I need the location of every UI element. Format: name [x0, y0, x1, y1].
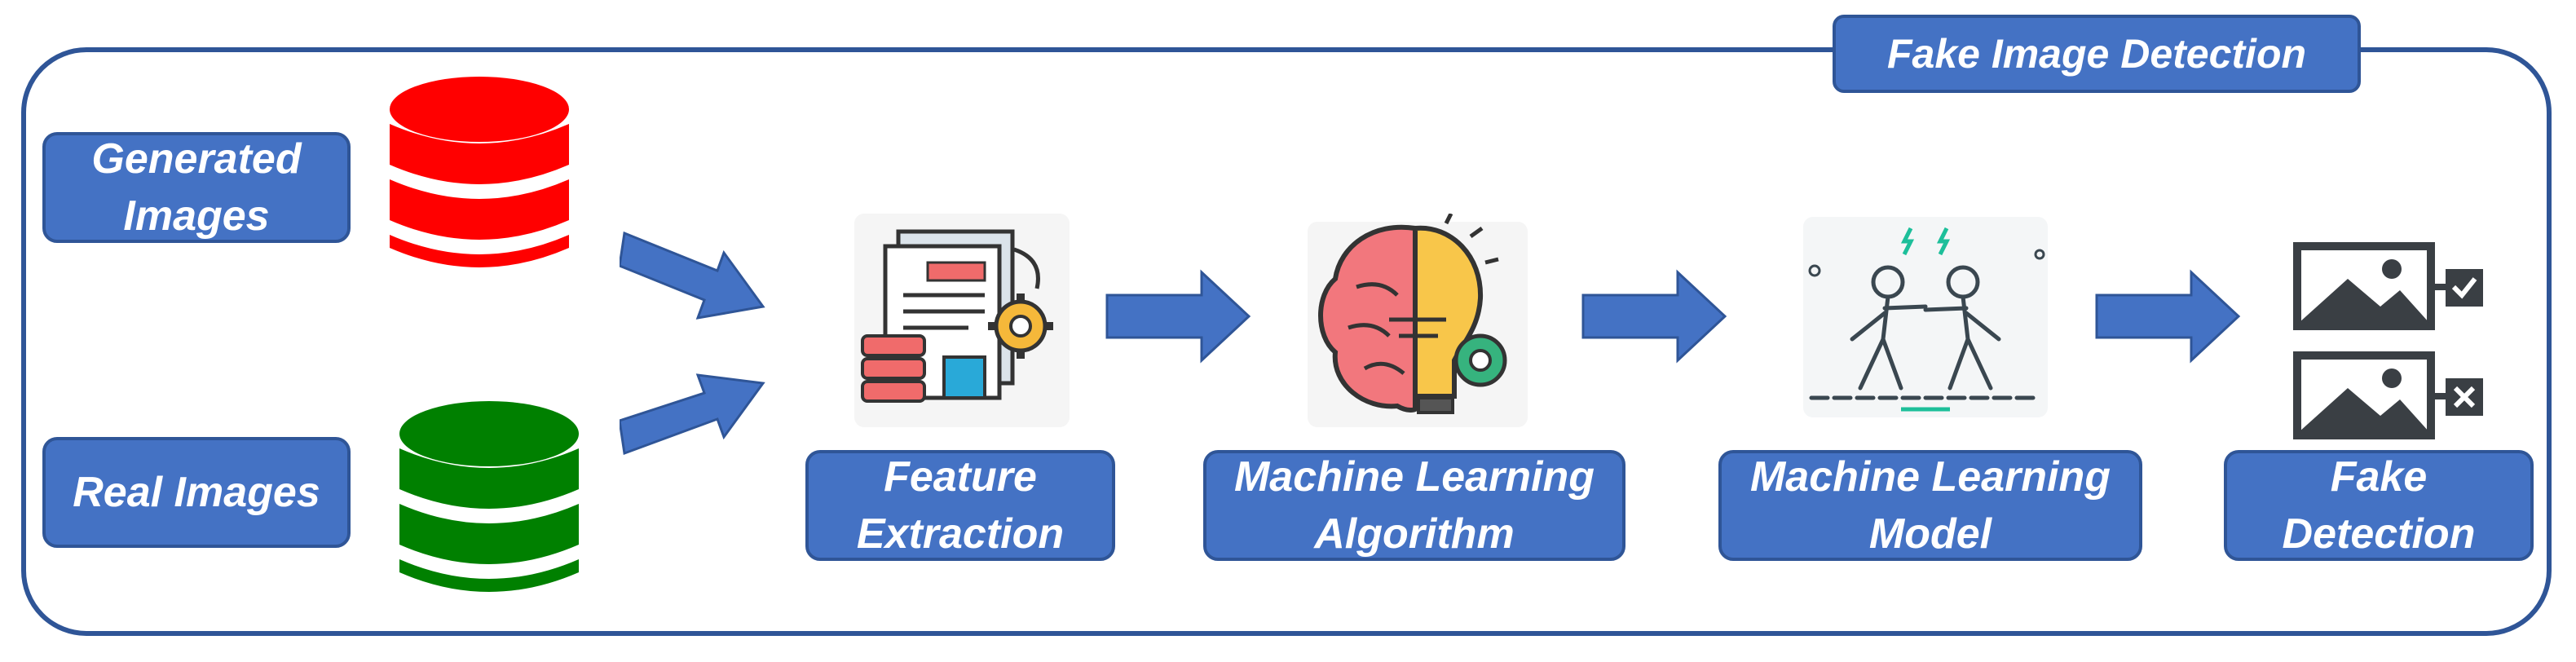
step-label-line2: Extraction — [856, 510, 1065, 558]
generated-images-label: Generated Images — [42, 132, 351, 243]
pipeline-frame — [21, 47, 2552, 636]
generated-images-line1: Generated — [91, 135, 302, 183]
arrow-model-to-detection — [2095, 269, 2241, 364]
step-feature-extraction: Feature Extraction — [805, 450, 1115, 561]
model-card — [1803, 217, 2048, 417]
real-database-icon — [399, 401, 579, 592]
generated-images-line2: Images — [123, 192, 270, 240]
diagram-title-box: Fake Image Detection — [1833, 15, 2361, 93]
document-gear-icon — [861, 229, 1053, 403]
step-label-line2: Algorithm — [1314, 510, 1515, 558]
step-label-line1: Machine Learning — [1749, 453, 2111, 501]
step-ml-algorithm: Machine Learning Algorithm — [1203, 450, 1625, 561]
step-ml-model: Machine Learning Model — [1718, 450, 2142, 561]
image-cross-icon — [2293, 351, 2483, 439]
step-label-line1: Machine Learning — [1233, 453, 1595, 501]
step-fake-detection: Fake Detection — [2224, 450, 2534, 561]
arrow-real-to-feature — [620, 373, 765, 456]
step-label-line1: Fake — [2330, 453, 2428, 501]
diagram-title: Fake Image Detection — [1886, 31, 2307, 77]
step-label-line2: Model — [1868, 510, 1992, 558]
arrow-generated-to-feature — [620, 231, 765, 320]
real-images-label: Real Images — [42, 437, 351, 548]
brain-bulb-icon — [1318, 214, 1507, 414]
step-label-line1: Feature — [884, 453, 1037, 501]
step-label-line2: Detection — [2282, 510, 2476, 558]
real-images-line1: Real Images — [73, 469, 320, 516]
fighters-icon — [1808, 227, 2045, 412]
generated-database-icon — [390, 77, 569, 267]
image-check-icon — [2293, 242, 2483, 330]
arrow-algorithm-to-model — [1581, 269, 1727, 364]
arrow-feature-to-algorithm — [1105, 269, 1251, 364]
